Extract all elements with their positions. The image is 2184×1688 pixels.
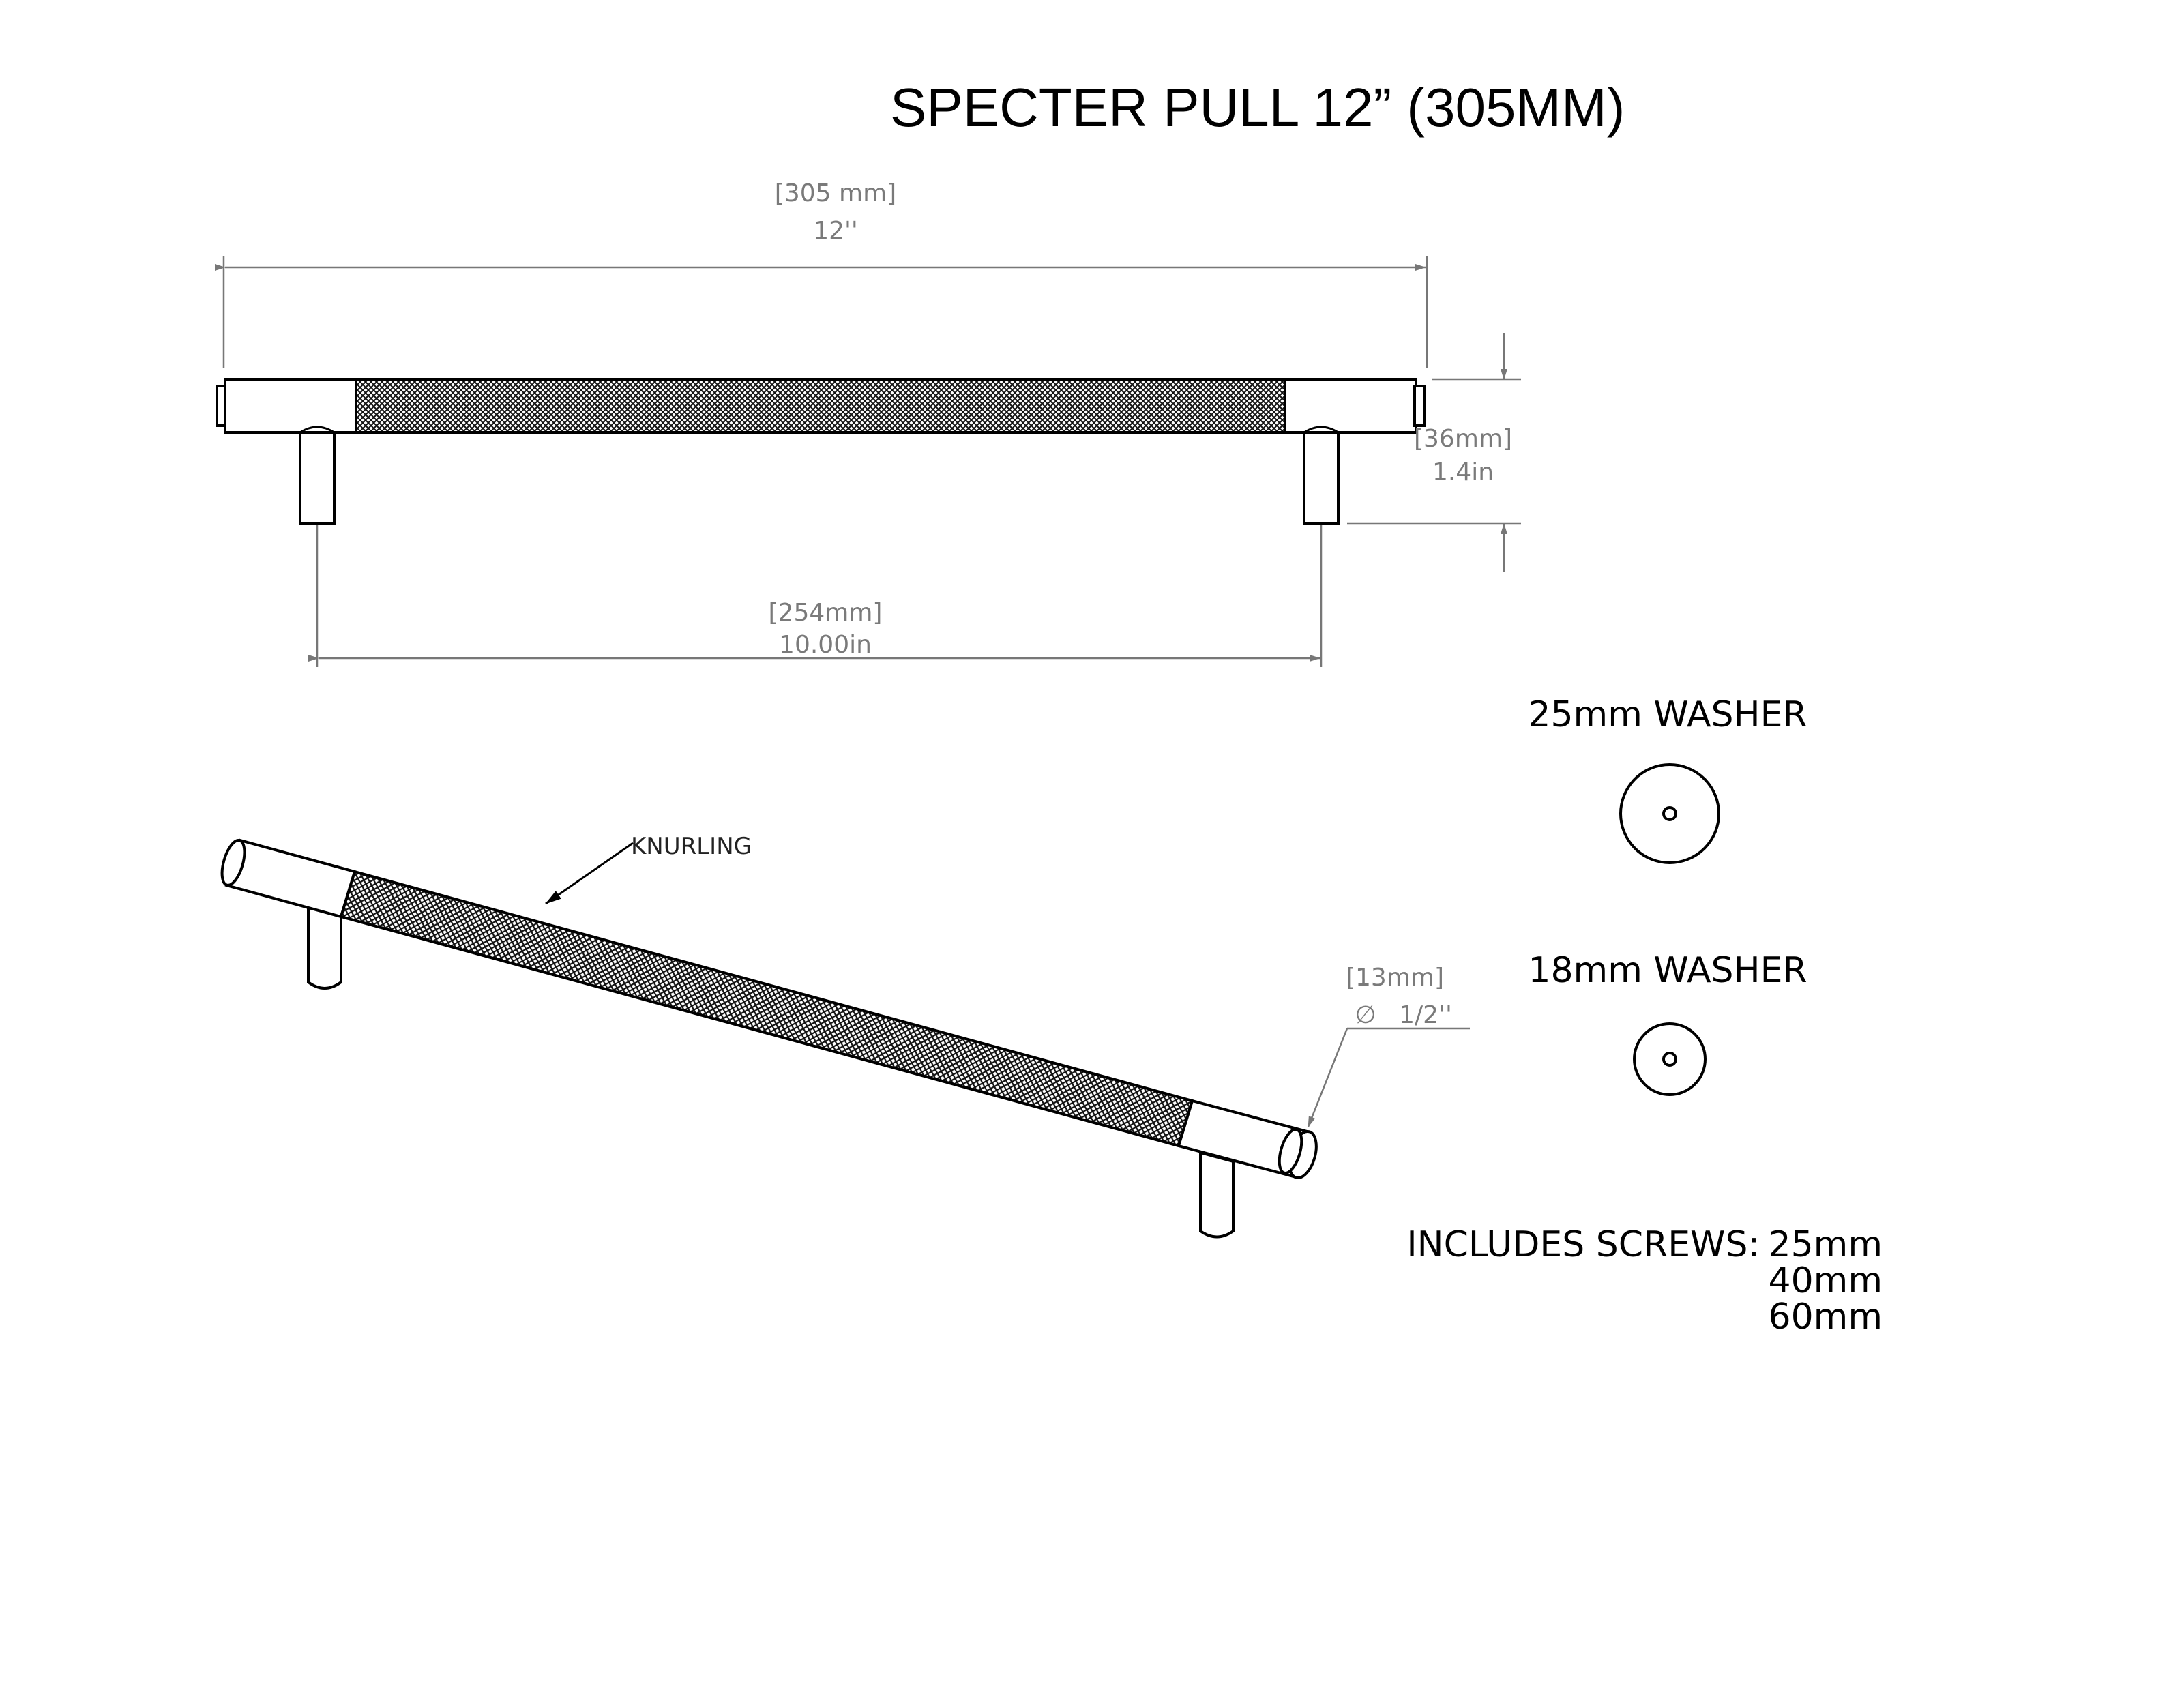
height-in-label: 1.4in: [1432, 458, 1494, 486]
washer-25mm-hole: [1662, 806, 1677, 821]
front-view: [305 mm] 12'' [36mm] 1.4in [254mm] 10.00…: [215, 179, 1521, 667]
iso-bar-end-left: [220, 839, 246, 887]
screw-size-25mm: 25mm: [1769, 1224, 1883, 1265]
isometric-view: KNURLING [13mm] ∅ 1/2'': [220, 833, 1470, 1239]
iso-bar-end-cap-right: [1278, 1128, 1303, 1174]
washers: 25mm WASHER 18mm WASHER: [1528, 694, 1807, 1096]
washer-18mm-hole: [1662, 1052, 1677, 1067]
diameter-mm-label: [13mm]: [1346, 964, 1444, 992]
center-mm-label: [254mm]: [769, 599, 883, 627]
height-mm-label: [36mm]: [1414, 425, 1512, 453]
diameter-leader-arrow: [1307, 1028, 1348, 1127]
post-right: [1303, 431, 1340, 525]
bar-knurled-section: [355, 378, 1286, 434]
knurling-callout-label: KNURLING: [631, 833, 752, 860]
bar-left-plain: [224, 378, 357, 434]
washer-25mm-label: 25mm WASHER: [1528, 694, 1807, 735]
center-in-label: 10.00in: [779, 631, 872, 659]
screws-note: INCLUDES SCREWS: 25mm 40mm 60mm: [1406, 1224, 1883, 1337]
bar-end-right: [1413, 385, 1426, 427]
post-left: [299, 431, 336, 525]
overall-width-mm-label: [305 mm]: [775, 179, 896, 207]
knurling-leader-line: [545, 842, 634, 905]
bar-right-plain: [1284, 378, 1417, 434]
screw-size-60mm: 60mm: [1769, 1297, 1883, 1337]
diameter-in-label: 1/2'': [1399, 1001, 1452, 1029]
screw-size-40mm: 40mm: [1769, 1260, 1883, 1301]
screws-label: INCLUDES SCREWS:: [1406, 1224, 1760, 1265]
diameter-symbol: ∅: [1355, 1001, 1376, 1029]
overall-width-in-label: 12'': [813, 217, 858, 245]
iso-bar-knurled-section: [339, 870, 1194, 1148]
iso-post-right: [1199, 1151, 1235, 1239]
washer-18mm-label: 18mm WASHER: [1528, 950, 1807, 991]
drawing-title: SPECTER PULL 12” (305MM): [890, 77, 1625, 138]
iso-post-left: [307, 898, 342, 990]
